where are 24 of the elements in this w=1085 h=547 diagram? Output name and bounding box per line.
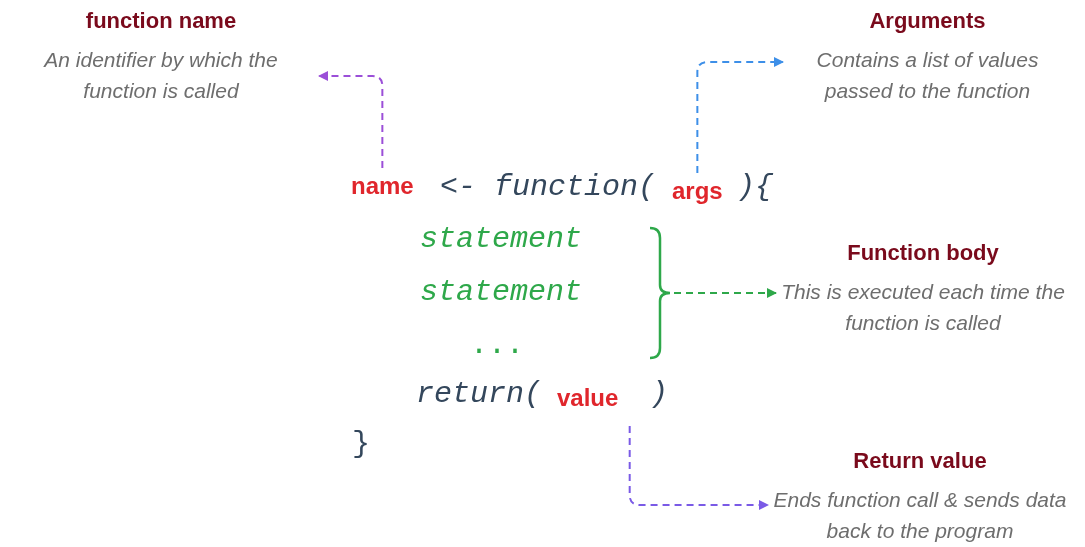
dashed-arrow: [318, 71, 384, 169]
code-text: return(: [416, 377, 543, 411]
dashed-arrow: [628, 425, 769, 510]
code-text: ): [650, 377, 668, 411]
heading: Function body: [847, 240, 999, 266]
code-text: }: [352, 427, 370, 461]
code-text: statement: [420, 222, 583, 256]
curly-brace: [648, 226, 672, 360]
code-text: <- function(: [440, 170, 657, 204]
heading: function name: [85, 8, 237, 34]
dashed-arrow: [673, 288, 777, 298]
description: This is executed each time the function is called: [780, 279, 1066, 336]
code-text: ...: [470, 328, 524, 362]
code-text: ){: [737, 170, 773, 204]
dashed-arrow: [696, 57, 784, 174]
description: Ends function call & sends data back to the program: [772, 487, 1068, 544]
code-keyword: args: [672, 177, 723, 205]
description: Contains a list of values passed to the function: [815, 47, 1040, 104]
heading: Return value: [853, 448, 987, 474]
code-text: statement: [420, 275, 583, 309]
heading: Arguments: [869, 8, 986, 34]
code-keyword: name: [351, 172, 414, 200]
description: An identifier by which the function is called: [42, 47, 279, 104]
code-keyword: value: [557, 384, 619, 412]
